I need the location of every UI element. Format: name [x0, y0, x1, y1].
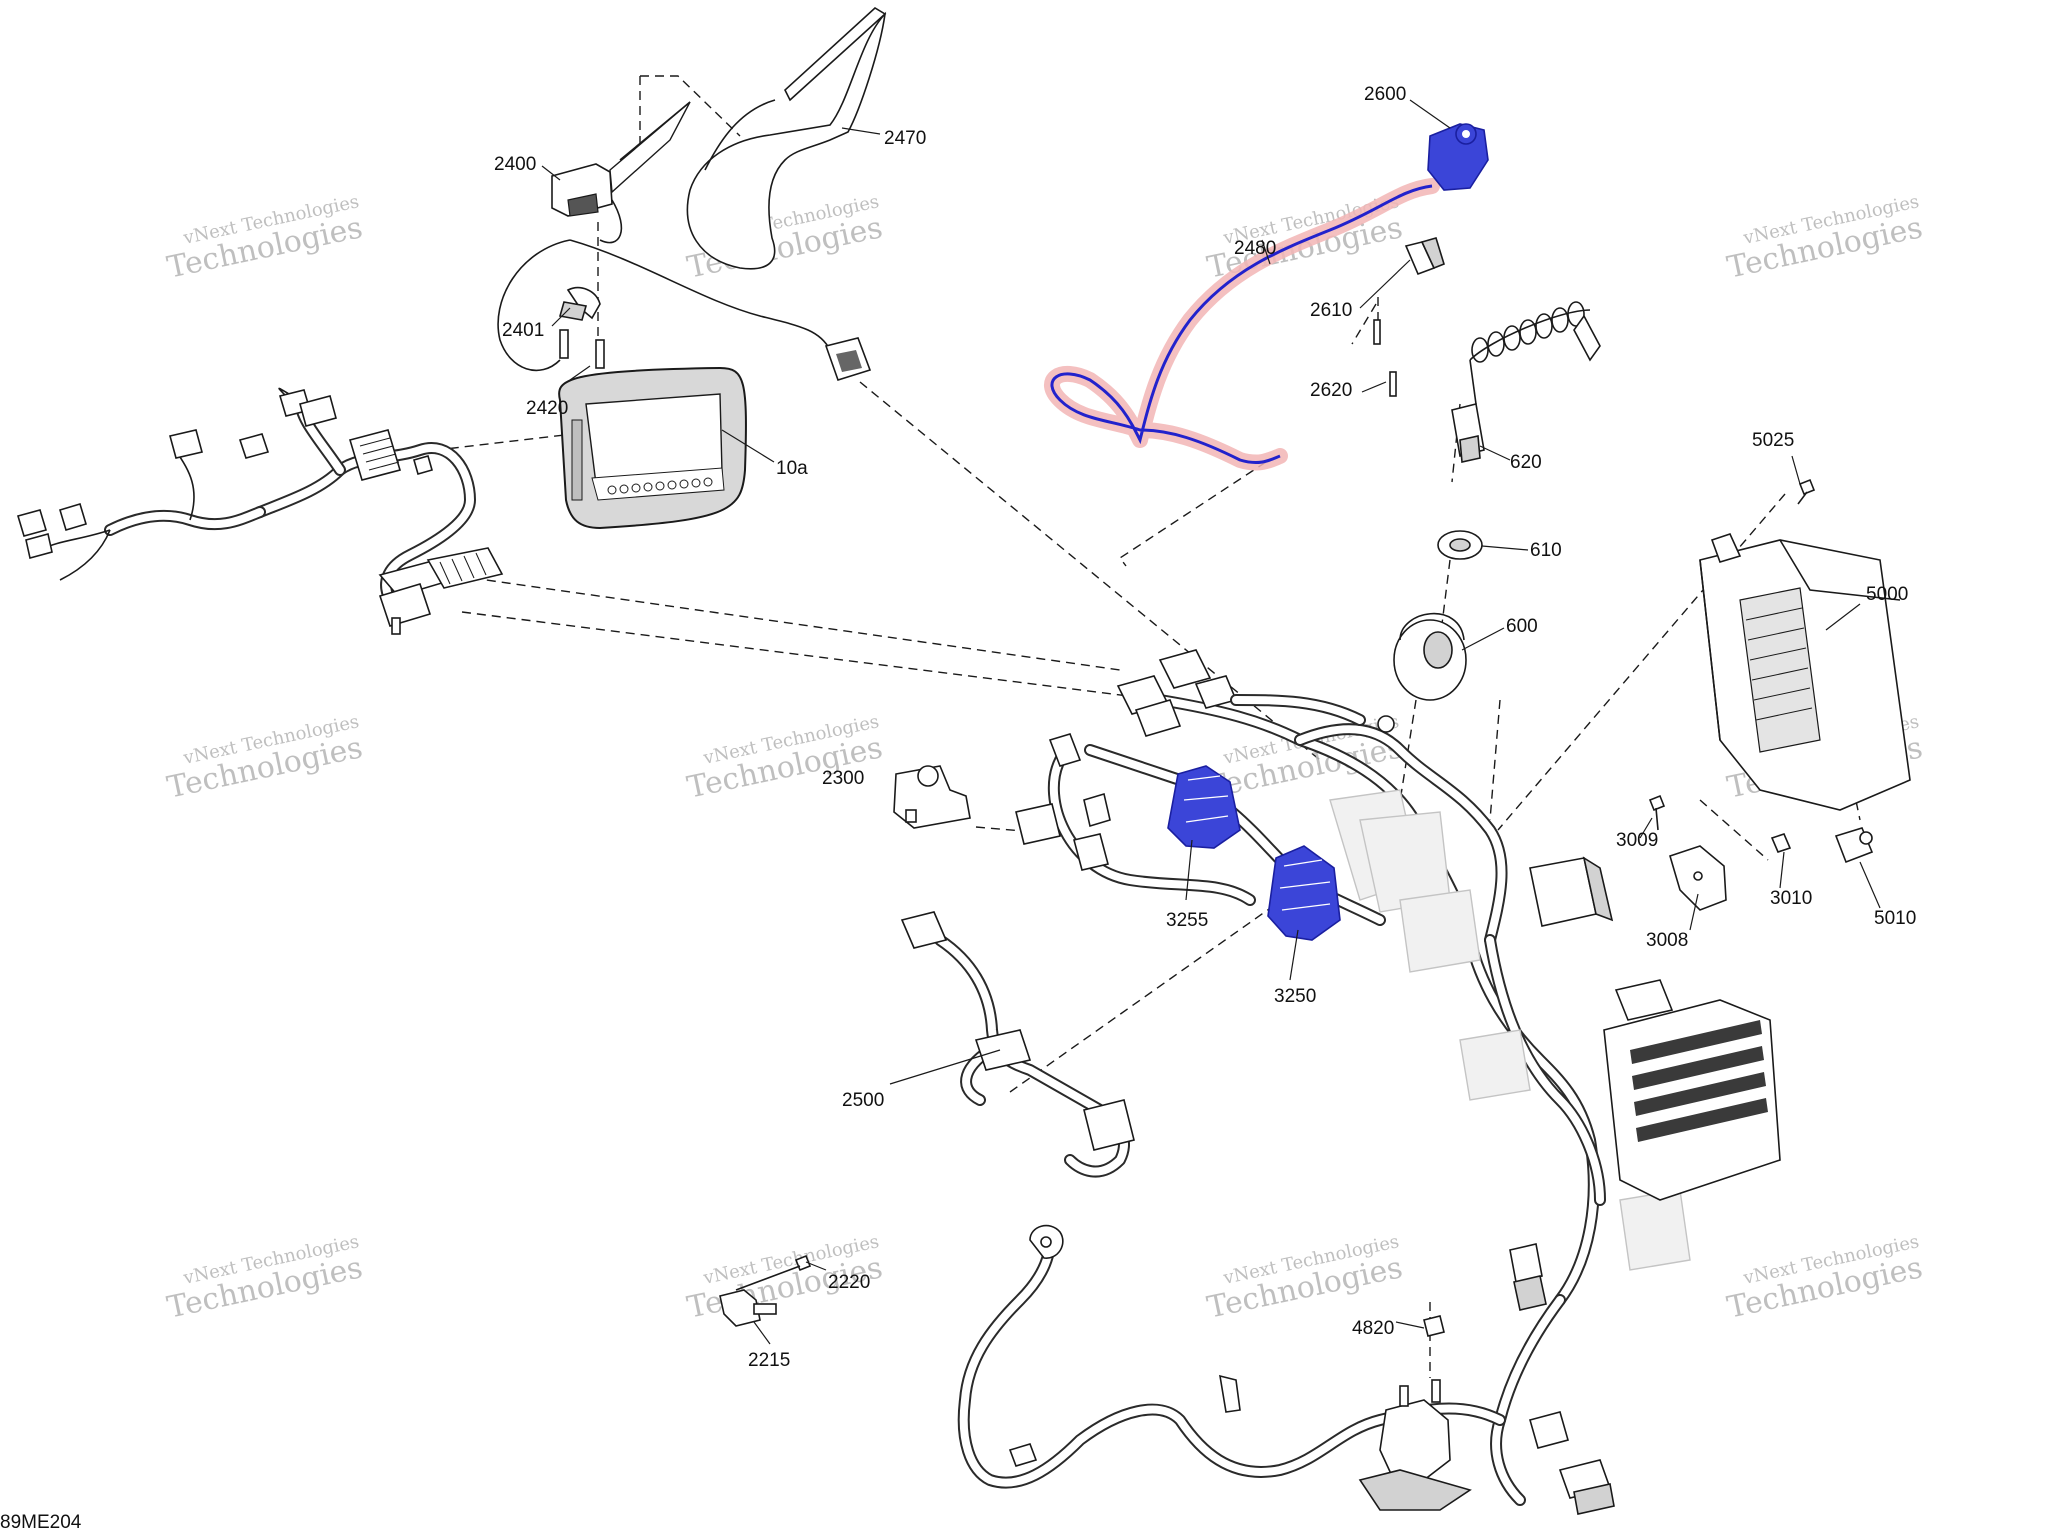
part-5010-connector[interactable]: [1834, 827, 1874, 864]
part-3008-bracket[interactable]: [1669, 845, 1727, 911]
part-label-3250: 3250: [1274, 986, 1316, 1007]
part-4820-nut[interactable]: [1423, 1315, 1445, 1337]
part-2420-screws[interactable]: [559, 329, 605, 369]
watermark: vNext Technologies Technologies: [164, 191, 365, 286]
leader-lines: [541, 99, 1881, 1345]
part-10a-display[interactable]: [558, 366, 747, 530]
part-600-ignition-switch[interactable]: [1393, 612, 1467, 701]
part-2470-tube[interactable]: [686, 7, 887, 270]
part-5000-ecu[interactable]: [1699, 533, 1911, 811]
part-label-600: 600: [1506, 616, 1538, 637]
part-3250-module[interactable]: [1267, 845, 1341, 941]
part-label-2420: 2420: [526, 398, 568, 419]
part-label-2220: 2220: [828, 1272, 870, 1293]
upper-left-harness[interactable]: [16, 387, 504, 635]
engine-background-ghost: [1329, 789, 1691, 1271]
wire-connector[interactable]: [824, 337, 872, 381]
part-labels: 2470 2400 2401 2420 10a 2600 2480 2610 2…: [494, 84, 1916, 1371]
part-2401-clamp[interactable]: [558, 286, 601, 321]
part-label-3008: 3008: [1646, 930, 1688, 951]
part-label-2600: 2600: [1364, 84, 1406, 105]
diagram-reference-code: 89ME204: [0, 1512, 82, 1533]
part-label-2620: 2620: [1310, 380, 1352, 401]
relay-box[interactable]: [1529, 856, 1614, 927]
watermark: vNext Technologies Technologies: [1724, 191, 1925, 286]
part-label-2401: 2401: [502, 320, 544, 341]
part-label-10a: 10a: [776, 458, 808, 479]
part-label-3009: 3009: [1616, 830, 1658, 851]
part-label-2610: 2610: [1310, 300, 1352, 321]
watermark: vNext Technologies Technologies: [164, 1231, 365, 1326]
watermark: vNext Technologies Technologies: [164, 711, 365, 806]
part-5025-bolt[interactable]: [1797, 478, 1816, 505]
watermark: vNext Technologies Technologies: [1724, 1231, 1925, 1326]
part-label-620: 620: [1510, 452, 1542, 473]
part-2480-wire[interactable]: [1044, 178, 1440, 471]
part-label-5000: 5000: [1866, 584, 1908, 605]
part-610-nut[interactable]: [1437, 530, 1483, 560]
part-3009-bolt[interactable]: [1648, 794, 1666, 831]
part-label-2400: 2400: [494, 154, 536, 175]
part-label-2215: 2215: [748, 1350, 790, 1371]
part-2400-switch[interactable]: [551, 101, 691, 244]
watermark: vNext Technologies Technologies: [1204, 1231, 1405, 1326]
part-label-5010: 5010: [1874, 908, 1916, 929]
part-label-4820: 4820: [1352, 1318, 1394, 1339]
harness-connector-group[interactable]: [1015, 649, 1395, 871]
part-3255-module[interactable]: [1167, 765, 1241, 849]
part-label-610: 610: [1530, 540, 1562, 561]
part-2300-connector[interactable]: [893, 765, 971, 829]
main-harness[interactable]: [957, 694, 1615, 1515]
watermark: vNext Technologies Technologies: [684, 711, 885, 806]
switch-wire-loop: [497, 239, 831, 372]
part-label-5025: 5025: [1752, 430, 1794, 451]
part-label-2500: 2500: [842, 1090, 884, 1111]
starter-solenoid[interactable]: [1358, 1379, 1472, 1511]
part-2620-screws[interactable]: [1373, 319, 1397, 397]
part-2600-switch[interactable]: [1427, 123, 1489, 191]
part-2500-harness[interactable]: [900, 911, 1135, 1178]
part-620-lanyard[interactable]: [1451, 301, 1601, 463]
part-label-2300: 2300: [822, 768, 864, 789]
part-label-3010: 3010: [1770, 888, 1812, 909]
part-label-2470: 2470: [884, 128, 926, 149]
part-label-2480: 2480: [1234, 238, 1276, 259]
part-2220-bolt[interactable]: [735, 1254, 812, 1291]
voltage-regulator[interactable]: [1603, 979, 1781, 1201]
part-3010-bolt[interactable]: [1770, 833, 1792, 853]
part-2215-sensor[interactable]: [719, 1289, 777, 1327]
part-2610-clip[interactable]: [1404, 237, 1445, 276]
part-label-3255: 3255: [1166, 910, 1208, 931]
